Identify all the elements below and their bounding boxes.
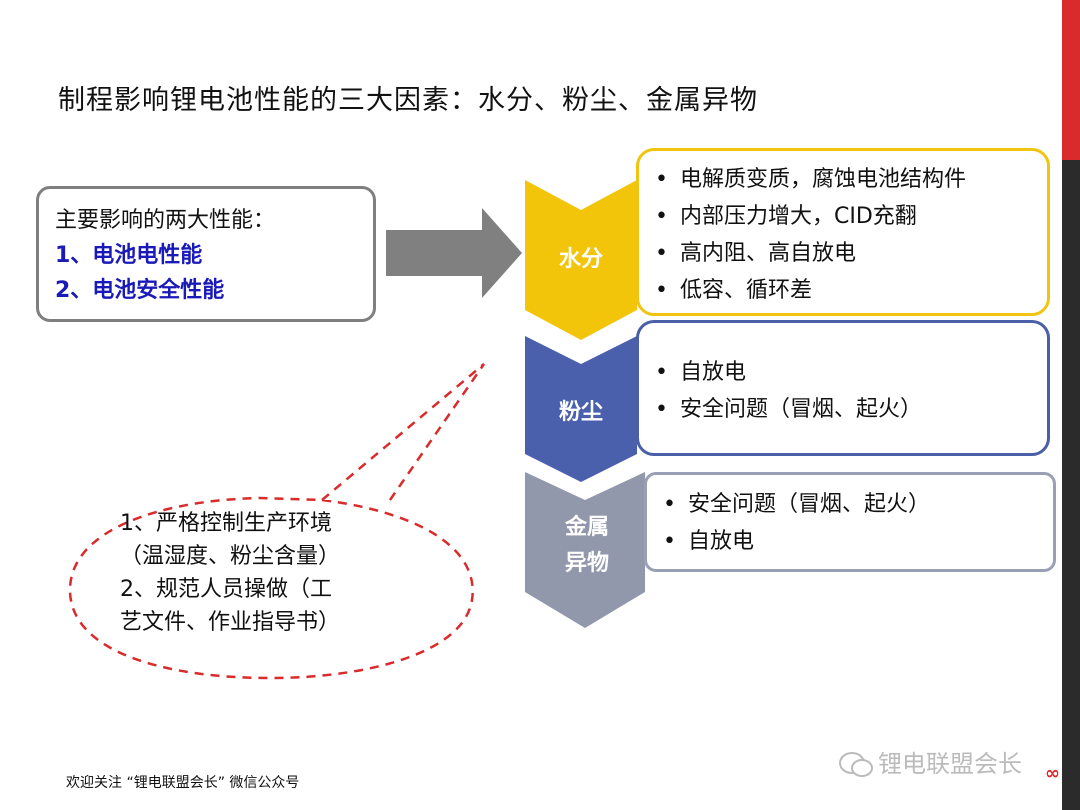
performance-item-1: 1、电池电性能: [55, 243, 203, 268]
measures-text: 1、严格控制生产环境 （温湿度、粉尘含量） 2、规范人员操做（工 艺文件、作业指…: [120, 507, 420, 639]
factor-chevron-dust: [525, 336, 637, 482]
wechat-icon: [839, 752, 873, 777]
right-edge-bar: [1062, 0, 1080, 810]
effect-item: 电解质变质，腐蚀电池结构件: [655, 161, 1047, 198]
performance-heading: 主要影响的两大性能：: [55, 208, 276, 233]
measure-line: 艺文件、作业指导书）: [120, 610, 341, 635]
slide-title: 制程影响锂电池性能的三大因素：水分、粉尘、金属异物: [58, 85, 758, 116]
factor-label-water: 水分: [558, 247, 603, 272]
measures-callout-bubble: [68, 363, 486, 680]
effect-item: 低容、循环差: [655, 272, 1047, 309]
wechat-watermark: 锂电联盟会长: [838, 744, 1022, 779]
right-edge-accent: [1062, 0, 1080, 160]
measure-line: 1、严格控制生产环境: [120, 511, 332, 536]
effect-item: 内部压力增大，CID充翻: [655, 198, 1047, 235]
effect-item: 安全问题（冒烟、起火）: [655, 391, 1047, 428]
effect-item: 自放电: [655, 354, 1047, 391]
measure-line: 2、规范人员操做（工: [120, 577, 332, 602]
effect-item: 安全问题（冒烟、起火）: [663, 486, 1053, 523]
performance-item-2: 2、电池安全性能: [55, 278, 225, 303]
arrow-right-icon: [386, 208, 522, 298]
footer-note: 欢迎关注 “锂电联盟会长” 微信公众号: [66, 775, 300, 791]
factor-chevron-metal: [525, 472, 645, 628]
factor-label-metal: 金属 异物: [564, 515, 609, 576]
factor-chevron-water: [525, 180, 637, 340]
measure-line: （温湿度、粉尘含量）: [120, 544, 341, 569]
effects-panel-metal: 安全问题（冒烟、起火） 自放电: [644, 472, 1056, 572]
logo-icon: ∞: [1045, 763, 1060, 784]
watermark-text: 锂电联盟会长: [878, 750, 1022, 778]
performance-box: 主要影响的两大性能： 1、电池电性能 2、电池安全性能: [36, 186, 376, 322]
effects-panel-water: 电解质变质，腐蚀电池结构件 内部压力增大，CID充翻 高内阻、高自放电 低容、循…: [636, 148, 1050, 316]
factor-label-dust: 粉尘: [558, 400, 603, 425]
effect-item: 高内阻、高自放电: [655, 235, 1047, 272]
effect-item: 自放电: [663, 523, 1053, 560]
effects-panel-dust: 自放电 安全问题（冒烟、起火）: [636, 320, 1050, 456]
